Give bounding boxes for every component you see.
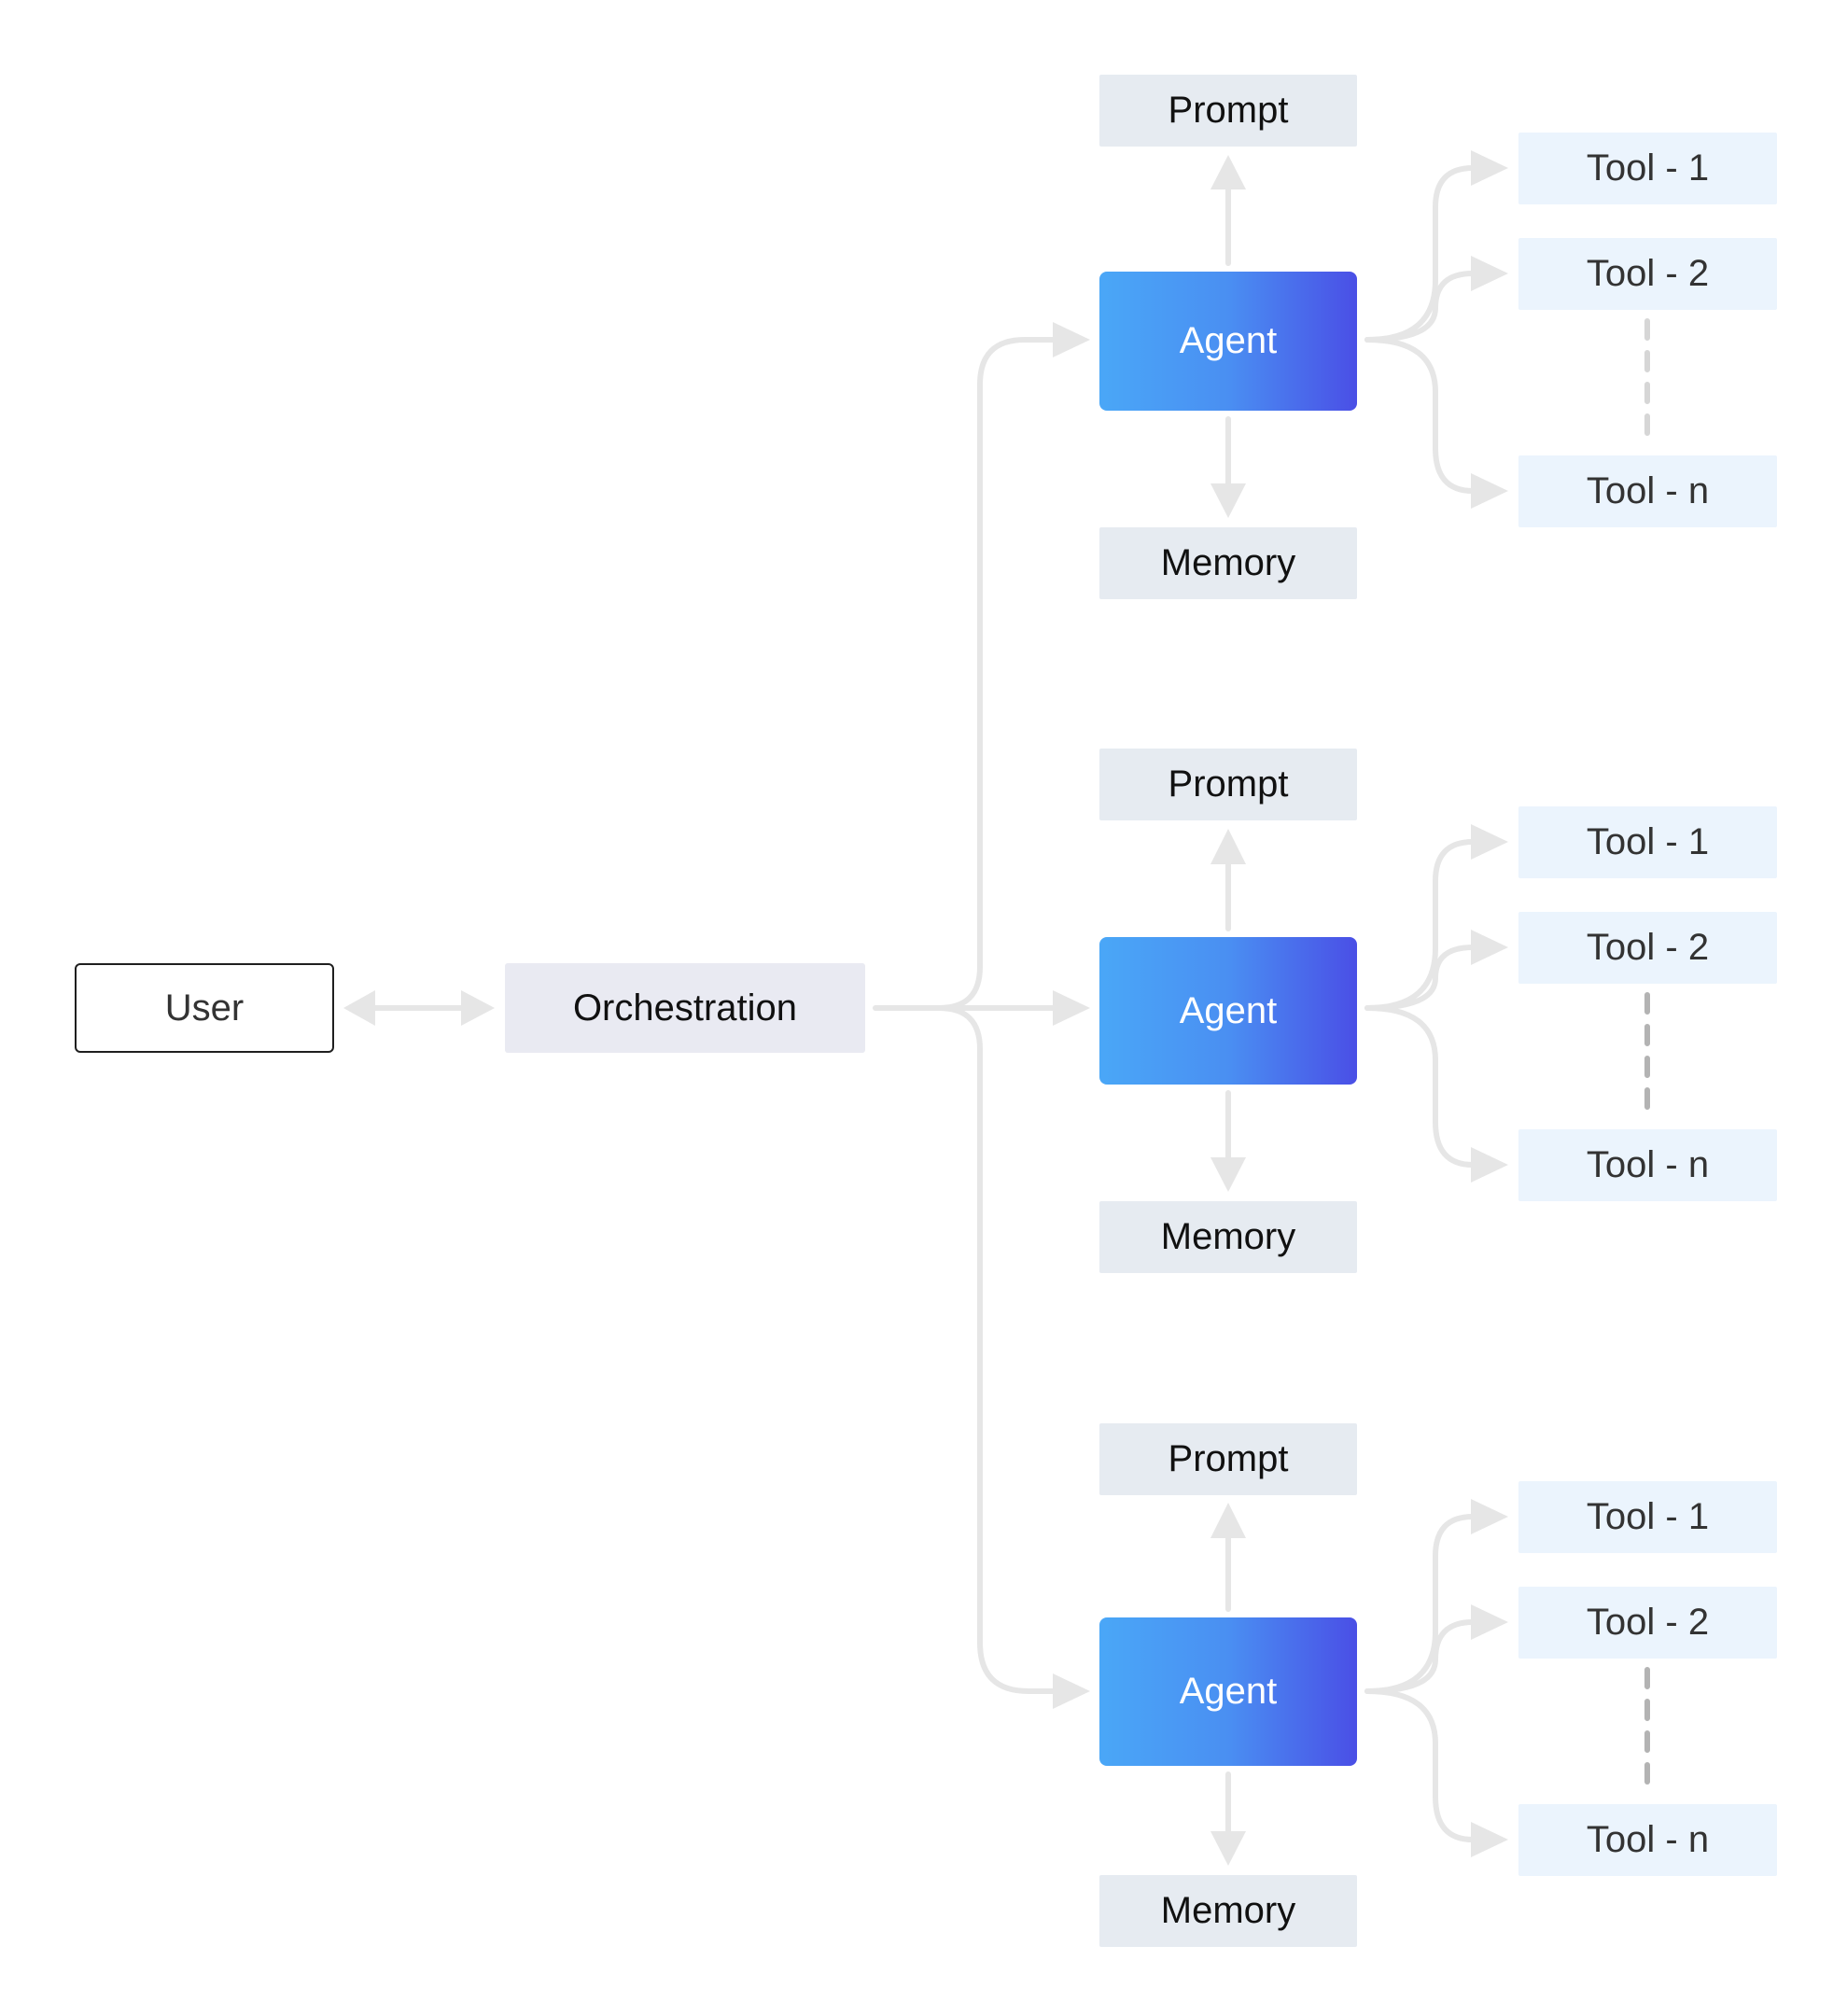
arrowhead-tool-3-2 bbox=[1471, 1604, 1508, 1640]
agent-2-node: Agent bbox=[1099, 937, 1357, 1085]
arrowhead-agent-2 bbox=[1053, 990, 1090, 1026]
agent-1-node: Agent bbox=[1099, 272, 1357, 411]
agent-2-tool-n-connector bbox=[1364, 1005, 1476, 1168]
agent-1-tool-2-connector bbox=[1364, 271, 1476, 343]
agent-3-tool-n-connector bbox=[1364, 1688, 1476, 1842]
agent-3-tool-n: Tool - n bbox=[1518, 1804, 1777, 1876]
agent-2-prompt: Prompt bbox=[1099, 749, 1357, 820]
arrowhead-right-orchestration bbox=[461, 990, 495, 1026]
agent-2-tool-n: Tool - n bbox=[1518, 1129, 1777, 1201]
arrowhead-agent-3 bbox=[1053, 1673, 1090, 1709]
agent-2-tool-1: Tool - 1 bbox=[1518, 806, 1777, 878]
agent-2-tool-1-connector bbox=[1364, 839, 1476, 1011]
arrowhead-memory-2 bbox=[1210, 1157, 1246, 1192]
arrowhead-agent-1 bbox=[1053, 322, 1090, 357]
agent-1-prompt: Prompt bbox=[1099, 75, 1357, 147]
agent-2-tool-2: Tool - 2 bbox=[1518, 912, 1777, 984]
arrowhead-tool-2-2 bbox=[1471, 930, 1508, 965]
arrowhead-tool-3-n bbox=[1471, 1822, 1508, 1857]
orchestration-node: Orchestration bbox=[505, 963, 865, 1053]
agent-3-tool-2-connector bbox=[1364, 1619, 1476, 1694]
orchestration-to-agent-3-connector bbox=[936, 1005, 1056, 1694]
agent-3-tool-1: Tool - 1 bbox=[1518, 1481, 1777, 1553]
agent-1-memory: Memory bbox=[1099, 527, 1357, 599]
arrowhead-memory-1 bbox=[1210, 483, 1246, 518]
arrowhead-prompt-2 bbox=[1210, 829, 1246, 864]
agent-2-memory: Memory bbox=[1099, 1201, 1357, 1273]
arrowhead-prompt-3 bbox=[1210, 1503, 1246, 1538]
agent-1-tool-2: Tool - 2 bbox=[1518, 238, 1777, 310]
arrowhead-tool-3-1 bbox=[1471, 1499, 1508, 1534]
arrowhead-memory-3 bbox=[1210, 1831, 1246, 1866]
arrowhead-left-user bbox=[343, 990, 375, 1026]
agent-3-tool-1-connector bbox=[1364, 1514, 1476, 1694]
arrowhead-tool-1-1 bbox=[1471, 150, 1508, 186]
agent-3-memory: Memory bbox=[1099, 1875, 1357, 1947]
agent-3-prompt: Prompt bbox=[1099, 1423, 1357, 1495]
arrowhead-tool-2-n bbox=[1471, 1147, 1508, 1183]
agent-1-tool-1: Tool - 1 bbox=[1518, 133, 1777, 204]
agent-1-tool-n-connector bbox=[1364, 337, 1476, 494]
agent-3-tool-2: Tool - 2 bbox=[1518, 1587, 1777, 1659]
arrowhead-prompt-1 bbox=[1210, 155, 1246, 189]
agent-3-node: Agent bbox=[1099, 1617, 1357, 1766]
agent-2-tool-2-connector bbox=[1364, 945, 1476, 1011]
agent-1-tool-1-connector bbox=[1364, 165, 1476, 343]
user-node: User bbox=[75, 963, 334, 1053]
arrowhead-tool-1-2 bbox=[1471, 256, 1508, 291]
arrowhead-tool-1-n bbox=[1471, 473, 1508, 509]
orchestration-to-agent-1-connector bbox=[936, 337, 1056, 1011]
arrowhead-tool-2-1 bbox=[1471, 824, 1508, 860]
agent-1-tool-n: Tool - n bbox=[1518, 455, 1777, 527]
